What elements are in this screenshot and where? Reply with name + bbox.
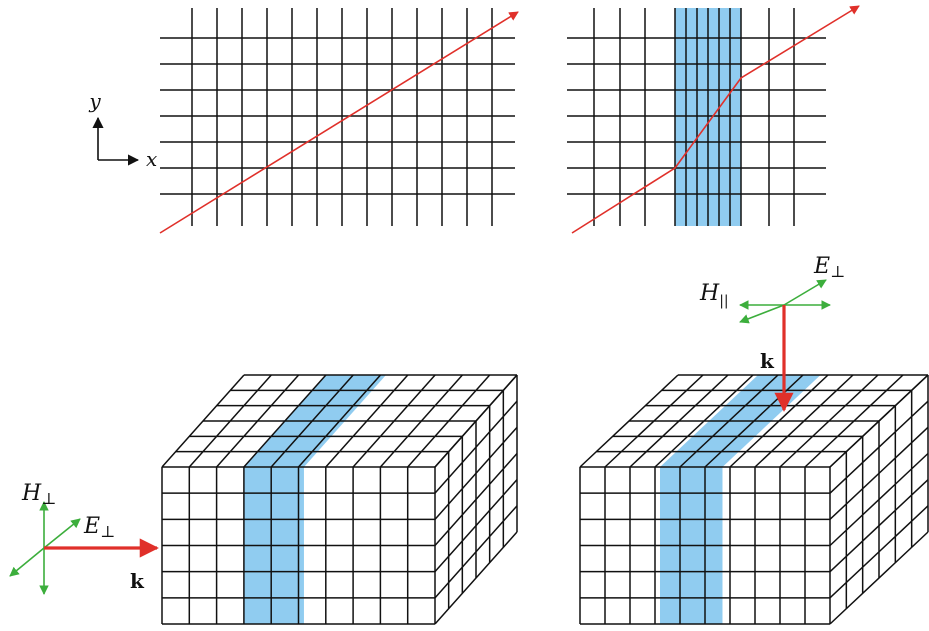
h-field-label: H|| [699,281,729,309]
h-field-label: H⊥ [21,481,56,508]
axes-indicator: y x [88,89,157,171]
x-axis-label: x [146,147,157,171]
layered-block-left [161,374,518,625]
ray-straight [159,11,519,234]
field-vectors-right: H|| E⊥ k [699,254,845,412]
e-field-arrow [43,518,81,549]
ray-refracted [571,5,860,234]
layered-block-right [579,374,929,625]
block-mesh [579,374,929,625]
block-mesh [161,374,518,625]
e-field-arrow-neg [739,304,785,324]
field-vectors-left: H⊥ E⊥ k [9,481,159,595]
grid-panel-layered [567,5,860,234]
wave-vector-label: k [760,349,775,373]
e-field-arrow [783,279,827,306]
y-axis-label: y [88,89,101,113]
wave-vector-label: k [130,569,145,593]
grid-lines [160,8,515,226]
e-field-label: E⊥ [813,254,845,281]
grid-lines [567,8,826,226]
grid-panel-uniform [159,8,519,234]
e-field-label: E⊥ [83,514,115,541]
e-field-arrow-neg [9,547,45,577]
